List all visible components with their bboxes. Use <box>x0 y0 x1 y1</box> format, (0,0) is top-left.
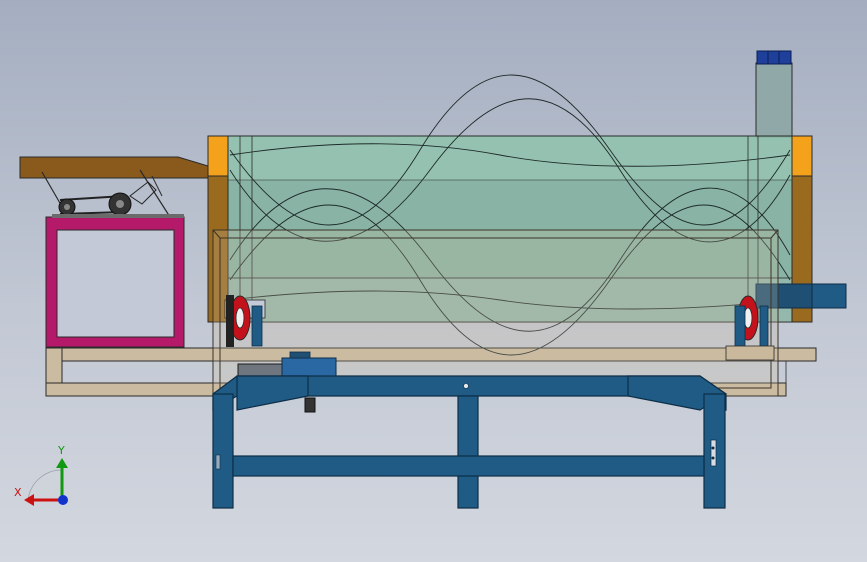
support-roller-left[interactable] <box>224 295 266 347</box>
y-axis-arrowhead <box>56 458 68 468</box>
support-roller-right[interactable] <box>725 295 775 361</box>
feed-stand[interactable] <box>45 216 185 348</box>
exhaust-chimney[interactable] <box>755 50 793 138</box>
helical-flights <box>229 74 791 356</box>
frame-bolts <box>215 439 717 470</box>
belt-drive <box>52 181 184 218</box>
feed-hopper[interactable] <box>19 156 209 218</box>
z-axis-dot <box>58 495 68 505</box>
main-steel-frame[interactable] <box>212 375 728 509</box>
y-axis-label: Y <box>57 444 65 457</box>
coordinate-triad: Y X <box>14 444 68 506</box>
x-axis-arrowhead <box>24 494 34 506</box>
x-axis-label: X <box>14 486 22 499</box>
rotary-drum[interactable] <box>207 74 813 356</box>
